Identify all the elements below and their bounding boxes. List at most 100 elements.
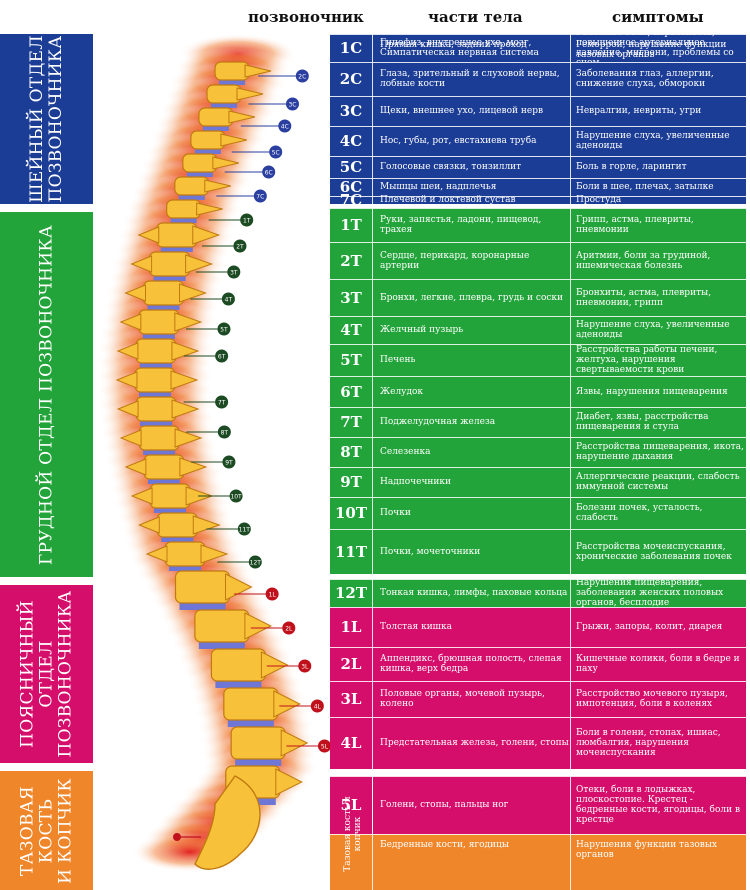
section-pelvic: ТАЗОВАЯ КОСТЬ И КОПЧИК — [0, 771, 93, 890]
spinous-process — [244, 612, 272, 640]
symptom: Грыжи, запоры, колит, диарея — [576, 622, 723, 632]
spinal-disc — [215, 681, 262, 688]
vertebra — [214, 61, 250, 81]
vertebra — [206, 84, 242, 104]
vertebra-code: 3T — [340, 288, 362, 307]
spinal-disc — [186, 172, 213, 177]
spinous-process — [196, 202, 223, 216]
vertebra-code: 4T — [340, 321, 362, 339]
vertebra-pin-label: 7C — [256, 194, 264, 201]
vertebra-pin-label: 5C — [272, 150, 280, 157]
symptom: Невралгии, невриты, угри — [576, 106, 702, 116]
vertebra-code: 5C — [339, 158, 363, 176]
spinal-disc — [235, 759, 282, 766]
body-part: Гипофиз, внутреннее ухо, мозг, Симпатиче… — [380, 38, 539, 58]
symptom: Заболевания глаз, аллергии, снижение слу… — [576, 69, 714, 89]
spinal-disc — [227, 720, 274, 727]
vertebra-pin-label: 2T — [236, 244, 244, 251]
symptom: Расстройства мочеиспускания, хронические… — [576, 541, 732, 562]
spinal-disc — [153, 276, 186, 281]
vertebra-code: 1C — [339, 39, 363, 57]
vertebra-pin — [237, 522, 251, 536]
spinal-disc — [154, 508, 187, 513]
sacrum — [194, 775, 261, 870]
spinal-disc — [178, 195, 205, 200]
vertebra-pin — [217, 322, 231, 336]
spinal-disc — [147, 305, 180, 310]
vertebra-code: 5L — [340, 796, 362, 814]
body-part: Желудок — [380, 386, 424, 397]
vertebra-pin — [217, 425, 231, 439]
vertebra-pin — [269, 145, 283, 159]
section-cervical: ШЕЙНЫЙ ОТДЕЛ ПОЗВОНОЧНИКА — [0, 34, 93, 204]
body-part: Голосовые связки, тонзиллит — [380, 162, 522, 172]
spinal-disc — [179, 603, 226, 610]
vertebra-pin — [286, 97, 299, 111]
vertebra — [230, 726, 286, 760]
spinous-process — [192, 225, 221, 245]
rib-stub — [115, 371, 138, 389]
vertebra — [190, 130, 226, 150]
rib-stub — [124, 284, 147, 302]
vertebra-code: 11T — [334, 542, 368, 561]
vertebra-code: 3L — [340, 690, 362, 708]
vertebra-pin-label: 8T — [221, 430, 229, 437]
vertebra-pin-label: 6C — [265, 170, 273, 177]
vertebra — [156, 512, 198, 538]
vertebra-pin-label: 5T — [220, 327, 228, 334]
symptom: Болезни почек, усталость, слабость — [576, 503, 703, 523]
vertebra — [135, 396, 177, 422]
symptom: Кишечные колики, боли в бедре и паху — [576, 654, 740, 674]
spinal-disc — [161, 537, 194, 542]
vertebra-code: 2T — [340, 251, 362, 270]
vertebra-pin-label: 4L — [314, 704, 322, 711]
header-parts: части тела — [428, 8, 523, 26]
spinal-disc — [143, 450, 176, 455]
symptom: Боль в горле, ларингит — [576, 162, 687, 172]
spinal-disc — [211, 103, 237, 108]
spinal-disc — [169, 566, 201, 571]
spinous-process — [260, 651, 289, 679]
vertebra-code: 5T — [340, 351, 362, 369]
spinal-disc — [142, 334, 175, 339]
symptom: Аритмии, боли за грудиной, ишемическая б… — [576, 250, 711, 271]
vertebra-pin-label: 3T — [230, 270, 238, 277]
vertebra — [164, 541, 206, 567]
vertebra-code: 8T — [340, 443, 362, 461]
symptom: Геморрой, нарушение функции тазовых орга… — [572, 34, 746, 60]
symptom: Бронхиты, астма, плевриты, пневмонии, гр… — [576, 287, 712, 308]
vertebra-pin — [310, 699, 324, 713]
spinal-disc — [147, 479, 180, 484]
vertebra — [138, 309, 180, 335]
vertebra-pin-label: 3L — [301, 664, 309, 671]
vertebra — [198, 107, 234, 127]
rib-stub — [130, 255, 153, 273]
body-part: Селезенка — [380, 447, 431, 457]
body-part: Толстая кишка — [380, 622, 453, 632]
symptom: Нарушение слуха, увеличенные аденоиды — [576, 320, 730, 340]
body-part: Половые органы, мочевой пузырь, колено — [380, 689, 545, 709]
spinous-process — [212, 156, 239, 170]
vertebra-code: 1T — [340, 216, 362, 234]
spinous-process — [280, 729, 309, 757]
rib-stub — [124, 458, 147, 476]
body-part: Голени, стопы, пальцы ног — [380, 800, 509, 810]
section-thoracic: ГРУДНОЙ ОТДЕЛ ПОЗВОНОЧНИКА — [0, 212, 93, 577]
spinal-disc — [219, 80, 246, 85]
rib-stub — [116, 400, 139, 418]
vertebra-pin-label: 1L — [269, 592, 277, 599]
rib-stub — [145, 545, 168, 563]
vertebra-code: 4C — [339, 132, 363, 150]
